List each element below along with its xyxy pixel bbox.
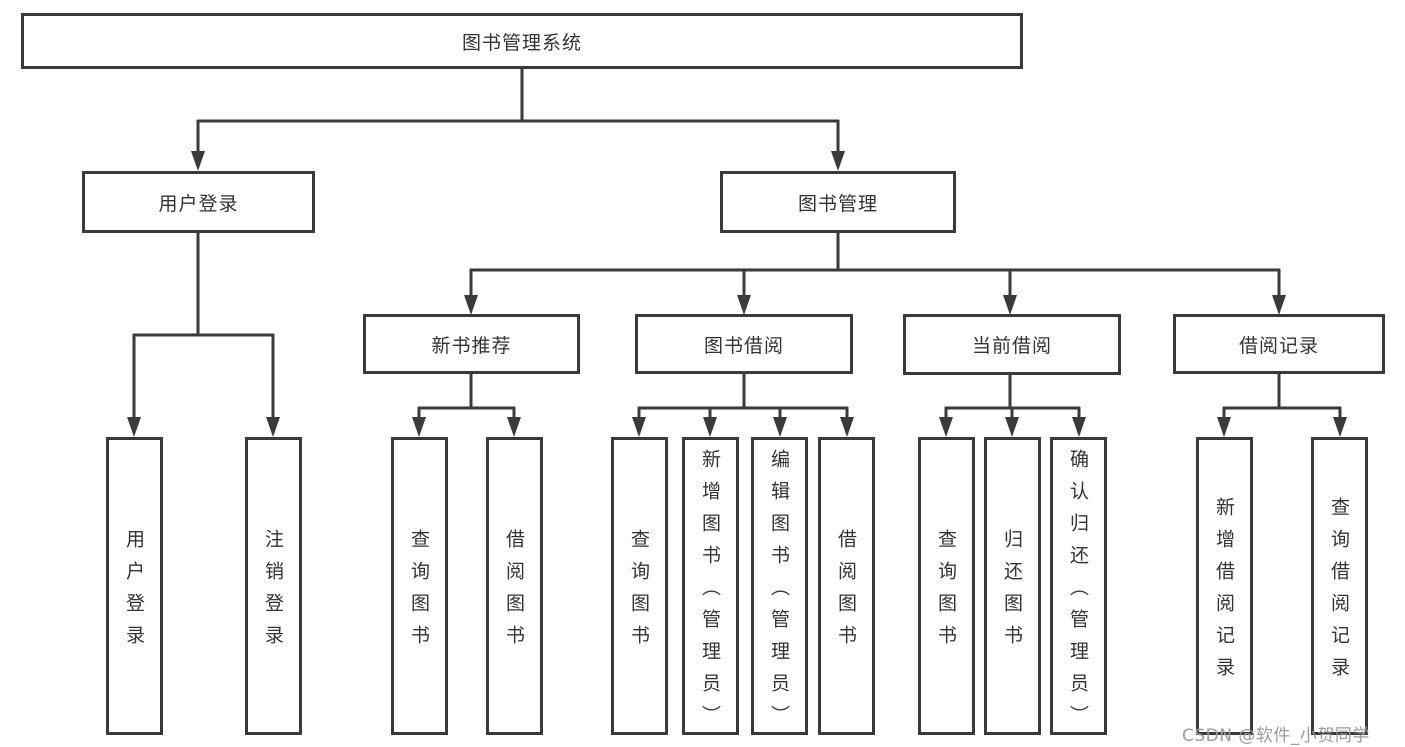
connector-records-to-leaves bbox=[1222, 374, 1342, 420]
leaf-newbook-borrow-book: 借阅图书 bbox=[486, 437, 543, 735]
leaf-user-login: 用户登录 bbox=[106, 437, 163, 735]
node-new-book-recommend: 新书推荐 bbox=[363, 314, 580, 374]
node-label: 借阅图书 bbox=[503, 528, 525, 657]
node-label: 图书管理 bbox=[797, 192, 878, 215]
leaf-bookborrow-edit-book-admin: 编辑图书（管理员） bbox=[751, 437, 808, 737]
connector-bookborrow-to-leaves bbox=[637, 374, 849, 420]
leaf-bookborrow-query-book: 查询图书 bbox=[611, 437, 668, 735]
node-label: 借阅记录 bbox=[1238, 334, 1319, 357]
node-label: 新增借阅记录 bbox=[1213, 496, 1235, 689]
node-label: 图书借阅 bbox=[703, 334, 784, 357]
csdn-watermark: CSDN @软件_小贺同学 bbox=[1182, 726, 1370, 746]
node-user-login: 用户登录 bbox=[82, 171, 315, 233]
node-label: 查询图书 bbox=[935, 528, 957, 657]
node-label: 查询图书 bbox=[408, 528, 430, 657]
node-label: 新书推荐 bbox=[431, 334, 512, 357]
node-borrow-records: 借阅记录 bbox=[1173, 314, 1385, 374]
node-label: 查询图书 bbox=[628, 528, 650, 657]
leaf-records-add-record: 新增借阅记录 bbox=[1196, 437, 1253, 735]
leaf-records-query-record: 查询借阅记录 bbox=[1311, 437, 1368, 735]
node-current-borrow: 当前借阅 bbox=[903, 314, 1121, 375]
leaf-bookborrow-add-book-admin: 新增图书（管理员） bbox=[682, 437, 739, 737]
leaf-currentborrow-return-book: 归还图书 bbox=[984, 437, 1041, 735]
leaf-bookborrow-borrow-book: 借阅图书 bbox=[818, 437, 875, 735]
node-label: 图书管理系统 bbox=[461, 31, 582, 54]
connector-userlogin-to-leaves bbox=[132, 233, 275, 419]
connector-currentborrow-to-leaves bbox=[944, 375, 1081, 420]
arrowheads bbox=[127, 151, 1347, 437]
node-label: 借阅图书 bbox=[835, 528, 857, 657]
node-book-management: 图书管理 bbox=[720, 171, 956, 233]
node-label: 确认归还（管理员） bbox=[1067, 448, 1089, 737]
node-root-library-system: 图书管理系统 bbox=[21, 13, 1023, 69]
leaf-newbook-query-book: 查询图书 bbox=[391, 437, 448, 735]
node-label: 归还图书 bbox=[1001, 528, 1023, 657]
connector-newbook-to-leaves bbox=[417, 374, 516, 420]
node-label: 注销登录 bbox=[262, 528, 284, 657]
node-label: 用户登录 bbox=[123, 528, 145, 657]
connector-root-to-level2 bbox=[196, 69, 840, 153]
node-label: 编辑图书（管理员） bbox=[768, 448, 790, 737]
leaf-currentborrow-query-book: 查询图书 bbox=[918, 437, 975, 735]
node-label: 当前借阅 bbox=[971, 335, 1052, 357]
node-label: 查询借阅记录 bbox=[1328, 496, 1350, 689]
node-label: 新增图书（管理员） bbox=[699, 448, 721, 737]
connector-bookmgmt-to-level3 bbox=[469, 233, 1281, 297]
connector-stems bbox=[132, 69, 1342, 420]
node-book-borrow: 图书借阅 bbox=[635, 314, 853, 374]
leaf-currentborrow-confirm-return-admin: 确认归还（管理员） bbox=[1050, 437, 1107, 737]
node-label: 用户登录 bbox=[158, 192, 239, 215]
leaf-logout: 注销登录 bbox=[245, 437, 302, 735]
